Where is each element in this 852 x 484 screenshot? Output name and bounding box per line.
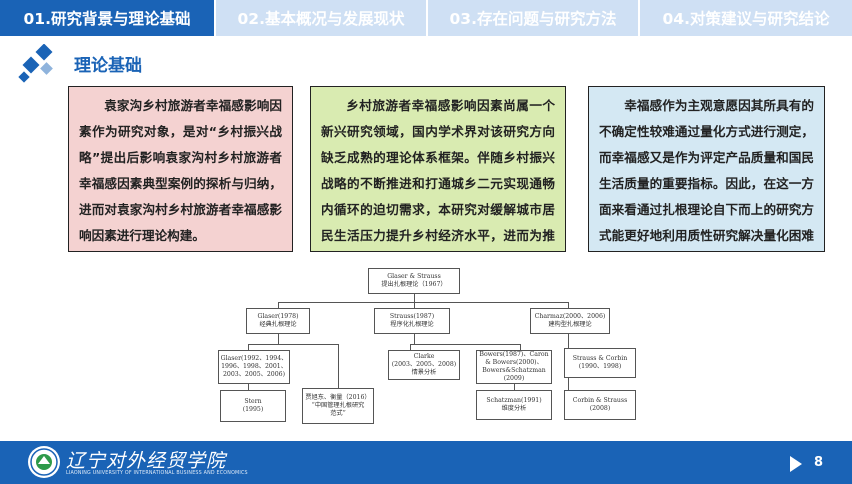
connector [414, 294, 415, 302]
connector [278, 302, 279, 308]
text-box-method-rationale: 幸福感作为主观意愿因其所具有的不确定性较难通过量化方式进行测定，而幸福感又是作为… [588, 86, 825, 252]
section-tabs: 01.研究背景与理论基础 02.基本概况与发展现状 03.存在问题与研究方法 0… [0, 0, 852, 36]
node-stern: Stern(1995) [220, 390, 286, 422]
node-jia: 贾旭东、衡量（2016）“中国管理扎根研究范式” [302, 388, 374, 424]
page-number: 8 [814, 455, 824, 470]
node-strauss: Strauss(1987)程序化扎根理论 [374, 308, 450, 334]
connector [414, 334, 415, 344]
node-bowers: Bowers(1987)、Caron& Bowers(2000)、Bowers&… [476, 350, 552, 384]
tab-research-background[interactable]: 01.研究背景与理论基础 [0, 0, 214, 36]
connector [248, 344, 338, 345]
connector [278, 302, 568, 303]
connector [410, 344, 411, 350]
footer-bar: 辽宁对外经贸学院 LIAONING UNIVERSITY OF INTERNAT… [0, 441, 852, 484]
node-glaser: Glaser(1978)经典扎根理论 [246, 308, 310, 334]
connector [568, 302, 569, 308]
connector [414, 302, 415, 308]
connector [514, 384, 515, 390]
node-glaser-years: Glaser(1992、1994、1996、1998、2001、2003、200… [218, 350, 290, 384]
text-box-research-object: 袁家沟乡村旅游者幸福感影响因素作为研究对象，是对“乡村振兴战略”提出后影响袁家沟… [68, 86, 293, 252]
node-schatzman: Schatzman(1991)维度分析 [476, 390, 552, 420]
connector [248, 344, 249, 350]
connector [410, 344, 520, 345]
node-corbin-strauss: Corbin & Strauss(2008) [564, 390, 636, 420]
tab-basic-overview[interactable]: 02.基本概况与发展现状 [214, 0, 426, 36]
text-box-research-significance: 乡村旅游者幸福感影响因素尚属一个新兴研究领域，国内学术界对该研究方向缺乏成熟的理… [310, 86, 566, 252]
node-charmaz: Charmaz(2000、2006)建构型扎根理论 [530, 308, 610, 334]
tab-suggestions-conclusion[interactable]: 04.对策建议与研究结论 [638, 0, 852, 36]
university-seal-icon [28, 446, 60, 478]
connector [568, 378, 569, 390]
section-title: 理论基础 [74, 56, 142, 76]
connector [520, 344, 521, 350]
next-page-arrow-icon[interactable] [790, 456, 802, 472]
university-name: 辽宁对外经贸学院 [66, 450, 227, 472]
tab-problems-methods[interactable]: 03.存在问题与研究方法 [426, 0, 638, 36]
node-clarke: Clarke(2003、2005、2008)情景分析 [388, 350, 460, 380]
diamond-cluster-icon [18, 44, 53, 83]
connector [248, 384, 249, 390]
connector [338, 344, 339, 388]
node-strauss-corbin: Strauss & Corbin(1990、1998) [564, 348, 636, 378]
connector [278, 334, 279, 344]
connector [568, 334, 569, 348]
university-name-en: LIAONING UNIVERSITY OF INTERNATIONAL BUS… [66, 471, 248, 476]
